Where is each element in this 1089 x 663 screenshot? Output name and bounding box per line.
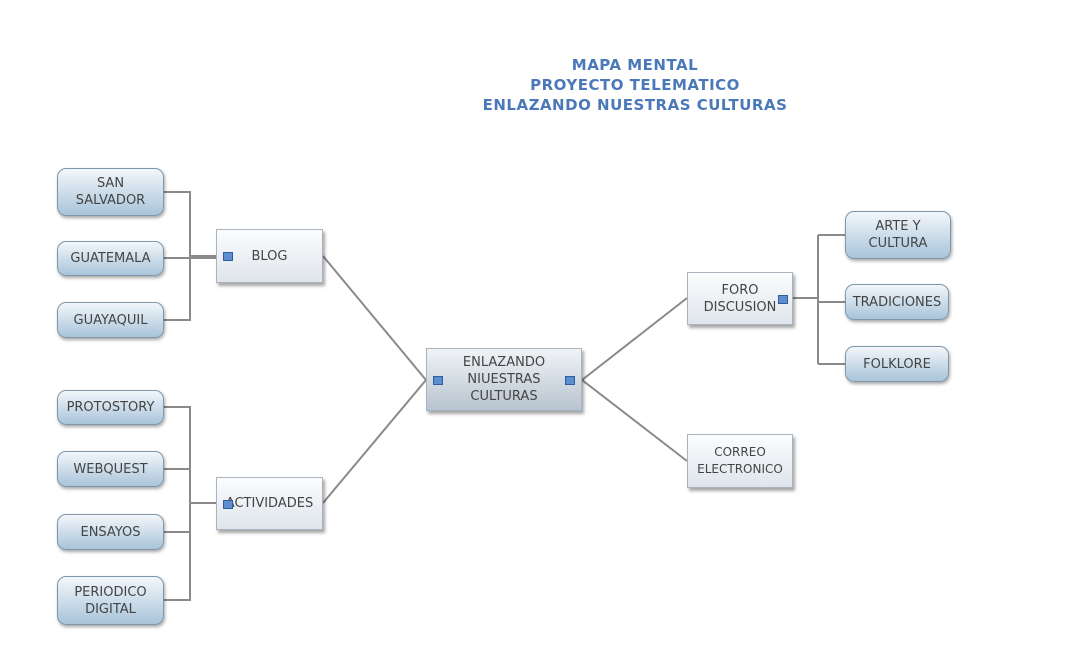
central-topic-label: ENLAZANDO NIUESTRAS CULTURAS <box>462 355 546 404</box>
title-line-2: PROYECTO TELEMATICO <box>530 76 740 94</box>
leaf-label: WEBQUEST <box>73 461 148 477</box>
collapse-icon[interactable] <box>223 499 233 509</box>
collapse-icon[interactable] <box>565 375 575 385</box>
branch-label: BLOG <box>251 248 288 264</box>
leaf-label: SAN SALVADOR <box>75 176 146 208</box>
branch-label: ACTIVIDADES <box>225 496 314 511</box>
leaf-foro-1[interactable]: TRADICIONES <box>845 284 949 320</box>
leaf-label: PROTOSTORY <box>66 400 155 415</box>
leaf-label: GUAYAQUIL <box>73 312 148 328</box>
leaf-label: GUATEMALA <box>70 251 151 266</box>
leaf-label: ENSAYOS <box>80 524 141 540</box>
leaf-label: ARTE Y CULTURA <box>868 219 928 251</box>
leaf-act-1[interactable]: WEBQUEST <box>57 451 164 487</box>
branch-label: FORO DISCUSION <box>703 282 777 315</box>
branch-actividades[interactable]: ACTIVIDADES <box>216 477 323 530</box>
leaf-blog-2[interactable]: GUAYAQUIL <box>57 302 164 338</box>
leaf-act-2[interactable]: ENSAYOS <box>57 514 164 550</box>
branch-blog[interactable]: BLOG <box>216 229 323 283</box>
collapse-icon[interactable] <box>433 375 443 385</box>
collapse-icon[interactable] <box>223 252 233 261</box>
title-line-1: MAPA MENTAL <box>571 56 699 74</box>
leaf-label: FOLKLORE <box>863 356 931 372</box>
branch-foro[interactable]: FORO DISCUSION <box>687 272 793 325</box>
leaf-foro-0[interactable]: ARTE Y CULTURA <box>845 211 951 259</box>
leaf-foro-2[interactable]: FOLKLORE <box>845 346 949 382</box>
leaf-blog-1[interactable]: GUATEMALA <box>57 241 164 276</box>
leaf-act-0[interactable]: PROTOSTORY <box>57 390 164 425</box>
leaf-label: PERIODICO DIGITAL <box>74 584 147 617</box>
leaf-act-3[interactable]: PERIODICO DIGITAL <box>57 576 164 625</box>
leaf-blog-0[interactable]: SAN SALVADOR <box>57 168 164 216</box>
branch-label: CORREO ELECTRONICO <box>697 445 783 476</box>
title-line-3: ENLAZANDO NUESTRAS CULTURAS <box>482 96 788 114</box>
branch-correo[interactable]: CORREO ELECTRONICO <box>687 434 793 488</box>
map-title: MAPA MENTAL PROYECTO TELEMATICO ENLAZAND… <box>385 55 885 115</box>
leaf-label: TRADICIONES <box>852 294 942 310</box>
central-topic[interactable]: ENLAZANDO NIUESTRAS CULTURAS <box>426 348 582 411</box>
collapse-icon[interactable] <box>778 294 788 304</box>
